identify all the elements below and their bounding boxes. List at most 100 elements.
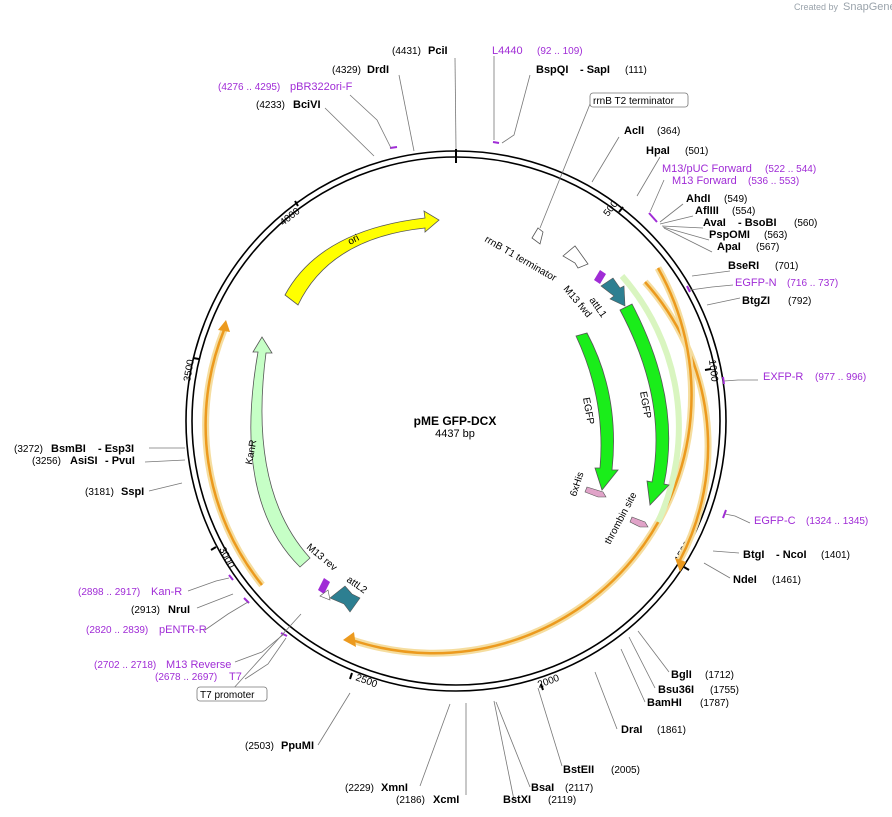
svg-text:- Esp3I: - Esp3I [98, 443, 134, 455]
primer-exfp-r: EXFP-R (977 .. 996) [763, 371, 866, 383]
svg-text:(2913): (2913) [131, 605, 160, 616]
m13fwd-arrow [594, 270, 606, 284]
svg-text:M13 Forward: M13 Forward [672, 175, 737, 187]
svg-text:(2702 .. 2718): (2702 .. 2718) [94, 660, 156, 671]
primer-egfp-c: EGFP-C (1324 .. 1345) [754, 515, 868, 527]
enzyme-bgli: BglI(1712) [671, 669, 734, 681]
svg-text:(3256): (3256) [32, 456, 61, 467]
enzyme-pcii: (4431)PciI [392, 45, 448, 57]
svg-text:(567): (567) [756, 242, 779, 253]
egfp-inner-arrow [575, 332, 619, 491]
enzyme-btgi: BtgI- NcoI(1401) [743, 549, 850, 561]
orf-arrowhead-3 [218, 320, 230, 332]
svg-text:XmnI: XmnI [381, 782, 408, 794]
primer-kan-r: (2898 .. 2917)Kan-R [78, 586, 182, 598]
enzyme-asisi: (3256)AsiSI- PvuI [32, 455, 135, 467]
svg-text:(1401): (1401) [821, 550, 850, 561]
orf-arrowhead-1 [675, 558, 686, 572]
plasmid-length: 4437 bp [435, 428, 475, 440]
attl2-feature: attL2 [319, 574, 369, 613]
tick-2500 [349, 672, 353, 680]
rrnb-t1-feature: rrnB T1 terminator [483, 234, 589, 284]
svg-text:BsaI: BsaI [531, 782, 554, 794]
enzyme-labels: (4431)PciI (4329)DrdI (4233) BciVI BspQI -… [14, 45, 850, 806]
svg-text:M13 Reverse: M13 Reverse [166, 659, 231, 671]
tick-label-1000: 1000 [706, 359, 720, 383]
svg-text:(3181): (3181) [85, 487, 114, 498]
svg-text:DraI: DraI [621, 724, 642, 736]
svg-text:BspQI: BspQI [536, 64, 568, 76]
svg-text:(1787): (1787) [700, 698, 729, 709]
svg-text:M13/pUC Forward: M13/pUC Forward [662, 163, 752, 175]
primer-m13-reverse: (2702 .. 2718) M13 Reverse [94, 659, 231, 671]
svg-text:pBR322ori-F: pBR322ori-F [290, 81, 353, 93]
orf-arrowhead-2 [343, 632, 356, 647]
his-label: 6xHis [568, 471, 586, 498]
thrombin-feature: thrombin site [603, 490, 649, 546]
egfp-outer-label: EGFP [637, 391, 653, 420]
tick-3500 [192, 357, 200, 360]
thrombin-arrow [629, 516, 649, 528]
plasmid-name: pME GFP-DCX [414, 414, 497, 428]
svg-text:(4233): (4233) [256, 100, 285, 111]
svg-text:(92 .. 109): (92 .. 109) [537, 46, 583, 57]
tick-label-2500: 2500 [354, 672, 379, 690]
svg-text:AvaI: AvaI [703, 217, 726, 229]
svg-text:BamHI: BamHI [647, 697, 682, 709]
svg-text:(792): (792) [788, 296, 811, 307]
orf-arc-2 [351, 267, 693, 655]
leader-lines [144, 56, 758, 801]
svg-text:(2117): (2117) [565, 783, 593, 794]
svg-text:DrdI: DrdI [367, 64, 389, 76]
egfp-outer-arrow [619, 303, 670, 506]
primer-pentr-r: (2820 .. 2839)pENTR-R [86, 624, 207, 636]
svg-text:(977 .. 996): (977 .. 996) [815, 372, 866, 383]
enzyme-afliii: AflIII(554) [695, 205, 755, 217]
svg-text:(716 .. 737): (716 .. 737) [787, 278, 838, 289]
boxed-labels: rrnB T2 terminator T7 promoter [196, 92, 689, 702]
ori-feature: ori [284, 210, 440, 306]
svg-text:AsiSI: AsiSI [70, 455, 98, 467]
svg-text:EXFP-R: EXFP-R [763, 371, 803, 383]
svg-text:L4440: L4440 [492, 45, 523, 57]
enzyme-xmni: (2229)XmnI [345, 782, 408, 794]
svg-text:Kan-R: Kan-R [151, 586, 182, 598]
enzyme-ppumi: (2503)PpuMI [245, 740, 314, 752]
ori-arrow [284, 210, 440, 306]
attl1-arrow [600, 277, 626, 307]
svg-text:HpaI: HpaI [646, 145, 670, 157]
enzyme-xcmi: (2186)XcmI [396, 794, 459, 806]
svg-text:(2186): (2186) [396, 795, 425, 806]
svg-text:(2005): (2005) [611, 765, 640, 776]
primer-t7: (2678 .. 2697)T7 [155, 671, 242, 683]
enzyme-bsmbi: (3272)BsmBI- Esp3I [14, 443, 134, 455]
tick-1000 [704, 368, 712, 371]
egfp-inner-feature: EGFP [575, 332, 619, 491]
tick-label-3500: 3500 [182, 358, 197, 382]
svg-text:BciVI: BciVI [293, 99, 321, 111]
svg-text:(1755): (1755) [710, 685, 739, 696]
tick-3000 [210, 546, 217, 551]
kanr-feature: KanR [244, 336, 311, 568]
enzyme-bsu36i: Bsu36I(1755) [658, 684, 739, 696]
svg-text:PciI: PciI [428, 45, 448, 57]
enzyme-sspi: (3181)SspI [85, 486, 144, 498]
svg-text:EGFP-C: EGFP-C [754, 515, 796, 527]
primer-m13-forward: M13 Forward(536 .. 553) [672, 175, 799, 187]
svg-text:(1324 .. 1345): (1324 .. 1345) [806, 516, 868, 527]
primer-egfp-n: EGFP-N(716 .. 737) [735, 277, 838, 289]
kanr-arrow [250, 336, 311, 568]
enzyme-bsai: BsaI (2117) [531, 782, 593, 794]
his-arrow [584, 486, 607, 498]
enzyme-drdi: (4329)DrdI [332, 64, 389, 76]
svg-text:NruI: NruI [168, 604, 190, 616]
svg-text:AclI: AclI [624, 125, 644, 137]
svg-text:PpuMI: PpuMI [281, 740, 314, 752]
ori-label: ori [346, 233, 361, 248]
svg-text:AhdI: AhdI [686, 193, 710, 205]
tick-label-2000: 2000 [536, 673, 561, 691]
svg-text:BstEII: BstEII [563, 764, 594, 776]
enzyme-apai: ApaI(567) [717, 241, 779, 253]
orf-arc-3 [204, 329, 263, 586]
svg-text:(1712): (1712) [705, 670, 734, 681]
